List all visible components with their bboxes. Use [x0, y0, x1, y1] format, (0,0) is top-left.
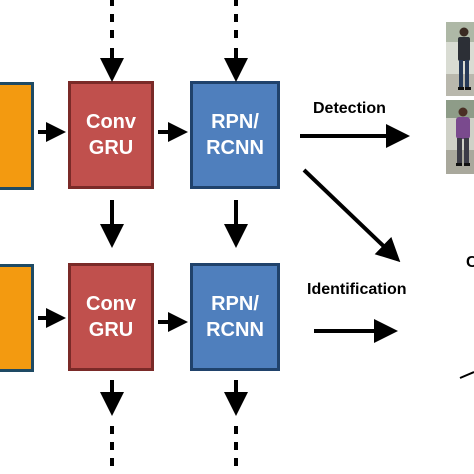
rpn-rcnn-label-line2: RCNN: [206, 319, 264, 341]
rpn-rcnn-label-line2: RCNN: [206, 137, 264, 159]
cropped-output-label: C: [466, 254, 474, 271]
input-block-row1: [0, 82, 34, 190]
rpn-rcnn-label-line1: RPN/: [211, 293, 259, 315]
arrow-rpn-to-identification: [302, 168, 401, 263]
detected-person-thumbnail-2: [446, 100, 474, 174]
conv-gru-label-line2: GRU: [88, 319, 134, 341]
rpn-rcnn-block-row2: RPN/ RCNN: [190, 263, 280, 371]
conv-gru-block-row2: Conv GRU: [68, 263, 154, 371]
conv-gru-label-line1: Conv: [86, 111, 136, 133]
detection-label: Detection: [313, 100, 386, 117]
rpn-rcnn-label-line1: RPN/: [211, 111, 259, 133]
conv-gru-block-row1: Conv GRU: [68, 81, 154, 189]
partial-connector-line: [459, 371, 474, 379]
detected-person-thumbnail-1: [446, 22, 474, 96]
conv-gru-label-line1: Conv: [86, 293, 136, 315]
rpn-rcnn-block-row1: RPN/ RCNN: [190, 81, 280, 189]
identification-label: Identification: [307, 281, 407, 298]
conv-gru-label-line2: GRU: [88, 137, 134, 159]
input-block-row2: [0, 264, 34, 372]
